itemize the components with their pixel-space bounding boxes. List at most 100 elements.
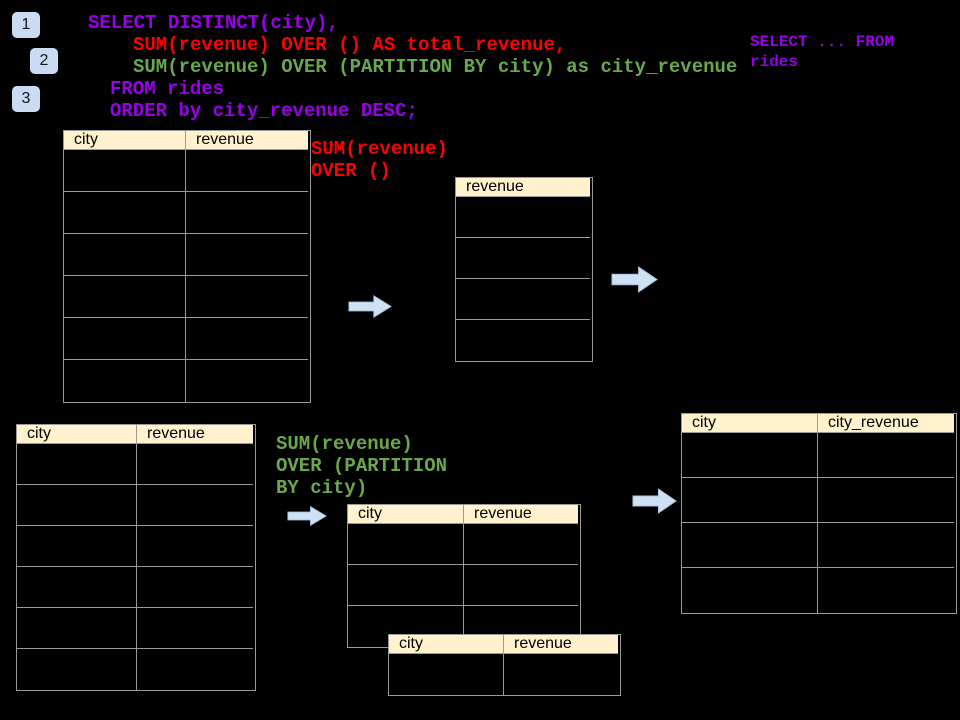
- table-source-top: city revenue: [63, 130, 311, 403]
- table-row: [456, 238, 592, 279]
- table-cell: [464, 524, 578, 565]
- table-cell: [137, 485, 253, 526]
- table-cell: [186, 234, 308, 276]
- table-cell: [186, 150, 308, 192]
- table-header-row: city revenue: [348, 505, 580, 524]
- column-header-city: city: [348, 505, 464, 524]
- table-row: [348, 524, 580, 565]
- column-header-city: city: [64, 131, 186, 150]
- table-cell: [389, 654, 504, 695]
- table-partition-group-2: city revenue: [388, 634, 621, 696]
- table-cell: [64, 276, 186, 318]
- table-cell: [818, 523, 954, 568]
- table-cell: [64, 150, 186, 192]
- table-cell: [504, 654, 618, 695]
- table-cell: [464, 565, 578, 606]
- table-cell: [17, 567, 137, 608]
- table-cell: [64, 360, 186, 402]
- table-cell: [682, 523, 818, 568]
- step-badge-2: 2: [30, 48, 58, 74]
- table-partition-group-1: city revenue: [347, 504, 581, 648]
- table-row: [456, 320, 592, 361]
- table-cell: [682, 478, 818, 523]
- column-header-revenue: revenue: [137, 425, 253, 444]
- table-cell: [17, 649, 137, 690]
- column-header-revenue: revenue: [464, 505, 578, 524]
- table-cell: [682, 433, 818, 478]
- table-header-row: city city_revenue: [682, 414, 956, 433]
- column-header-revenue: revenue: [186, 131, 308, 150]
- column-header-city: city: [17, 425, 137, 444]
- column-header-city-revenue: city_revenue: [818, 414, 954, 433]
- table-cell: [456, 279, 590, 320]
- table-cell: [682, 568, 818, 613]
- step-badge-3: 3: [12, 86, 40, 112]
- table-source-bottom: city revenue: [16, 424, 256, 691]
- table-row: [348, 565, 580, 606]
- table-row: [682, 478, 956, 523]
- table-cell: [348, 565, 464, 606]
- table-cell: [456, 238, 590, 279]
- label-sum-over-total: SUM(revenue) OVER (): [311, 138, 448, 182]
- label-sum-over-partition: SUM(revenue) OVER (PARTITION BY city): [276, 433, 448, 499]
- right-arrow-icon: [632, 487, 677, 515]
- table-row: [64, 318, 310, 360]
- right-arrow-icon: [287, 505, 327, 527]
- table-cell: [186, 276, 308, 318]
- table-cell: [137, 444, 253, 485]
- table-cell: [348, 524, 464, 565]
- table-row: [389, 654, 620, 695]
- sql-total-revenue-line: SUM(revenue) OVER () AS total_revenue,: [133, 34, 567, 56]
- column-header-revenue: revenue: [456, 178, 590, 197]
- table-cell: [137, 649, 253, 690]
- sql-from-line: FROM rides: [110, 78, 225, 100]
- table-cell: [64, 234, 186, 276]
- table-row: [64, 192, 310, 234]
- table-cell: [64, 192, 186, 234]
- table-row: [64, 234, 310, 276]
- table-cell: [137, 608, 253, 649]
- table-row: [17, 485, 255, 526]
- table-cell: [17, 608, 137, 649]
- table-row: [17, 567, 255, 608]
- table-cell: [186, 318, 308, 360]
- right-arrow-icon: [348, 294, 392, 319]
- table-header-row: revenue: [456, 178, 592, 197]
- table-row: [17, 526, 255, 567]
- table-header-row: city revenue: [64, 131, 310, 150]
- table-partition-result: city city_revenue: [681, 413, 957, 614]
- table-cell: [186, 360, 308, 402]
- table-cell: [818, 568, 954, 613]
- table-row: [17, 608, 255, 649]
- table-cell: [818, 433, 954, 478]
- side-note-select-from-rides: SELECT ... FROM rides: [750, 33, 895, 71]
- table-cell: [456, 320, 590, 361]
- table-cell: [64, 318, 186, 360]
- table-header-row: city revenue: [389, 635, 620, 654]
- table-row: [17, 649, 255, 690]
- sql-select-line: SELECT DISTINCT(city),: [88, 12, 339, 34]
- table-cell: [456, 197, 590, 238]
- column-header-revenue: revenue: [504, 635, 618, 654]
- table-row: [682, 568, 956, 613]
- table-cell: [137, 567, 253, 608]
- table-cell: [818, 478, 954, 523]
- table-cell: [17, 526, 137, 567]
- column-header-city: city: [389, 635, 504, 654]
- step-badge-1: 1: [12, 12, 40, 38]
- table-row: [64, 360, 310, 402]
- sql-order-by-line: ORDER by city_revenue DESC;: [110, 100, 418, 122]
- table-row: [682, 523, 956, 568]
- table-total-result: revenue: [455, 177, 593, 362]
- table-row: [456, 197, 592, 238]
- table-header-row: city revenue: [17, 425, 255, 444]
- table-row: [456, 279, 592, 320]
- table-row: [64, 150, 310, 192]
- column-header-city: city: [682, 414, 818, 433]
- table-row: [682, 433, 956, 478]
- right-arrow-icon: [611, 265, 658, 294]
- table-cell: [17, 444, 137, 485]
- table-cell: [137, 526, 253, 567]
- table-row: [17, 444, 255, 485]
